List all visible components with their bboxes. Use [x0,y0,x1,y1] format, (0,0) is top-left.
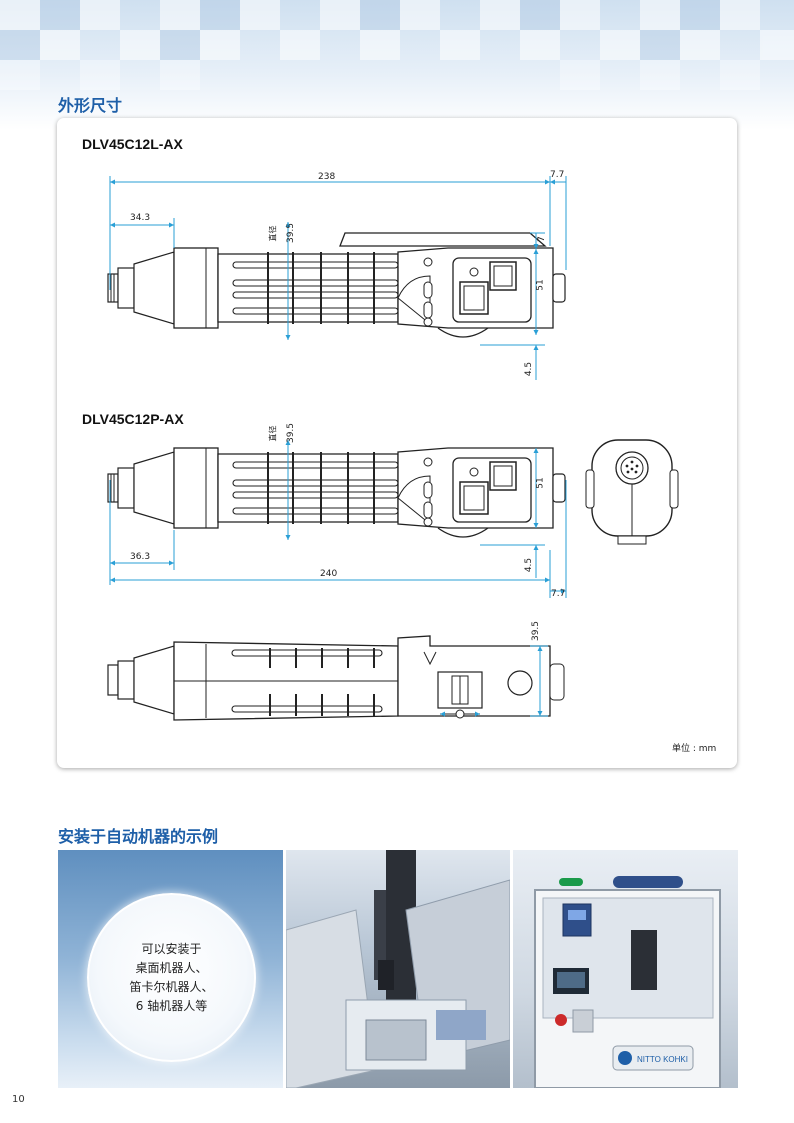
dim-l-height: 51 [535,279,546,291]
unit-label: 单位 : mm [672,744,717,754]
dim-p-total: 240 [320,569,338,579]
dim-p-height: 51 [535,477,546,489]
photo-cartesian-robot [286,850,510,1088]
brand-logo-text: NITTO KOHKI [637,1055,688,1064]
dimensions-card [57,118,737,768]
dim-p-grip-value: 39.5 [286,422,297,444]
bubble-line-3: 笛卡尔机器人、 [129,979,214,994]
dim-top-width: 39.5 [531,620,542,642]
dim-p-grip-label: 直径 [268,425,278,442]
dim-l-nose: 34.3 [130,213,151,223]
automation-cell-illustration: NITTO KOHKI [534,876,721,1088]
dim-l-grip-label: 直径 [268,225,278,242]
header-background [0,0,794,130]
dim-l-tail: 7.7 [550,170,565,180]
dimensions-title: 外形尺寸 [58,96,123,115]
dim-l-bottom-offset: 4.5 [524,361,535,377]
mount-info-bubble: 可以安装于 桌面机器人、 笛卡尔机器人、 6 轴机器人等 [87,893,256,1062]
dim-l-top-offset: 7 [536,236,547,242]
dim-l-total: 238 [318,172,336,182]
dim-p-nose: 36.3 [130,552,151,562]
model-p-name: DLV45C12P-AX [82,411,184,427]
bubble-line-4: 6 轴机器人等 [135,998,208,1013]
photo-automation-cell: NITTO KOHKI [513,850,738,1088]
page-number: 10 [12,1094,25,1105]
bubble-line-1: 可以安装于 [141,941,202,956]
examples-title: 安装于自动机器的示例 [58,827,219,846]
dim-l-grip-value: 39.5 [286,222,297,244]
dim-p-bottom-offset: 4.5 [524,557,535,573]
dim-p-tail: 7.7 [551,589,566,599]
model-l-name: DLV45C12L-AX [82,136,183,152]
cartesian-robot-illustration [286,850,510,1088]
bubble-line-2: 桌面机器人、 [135,960,208,975]
checker-pattern [0,0,794,90]
